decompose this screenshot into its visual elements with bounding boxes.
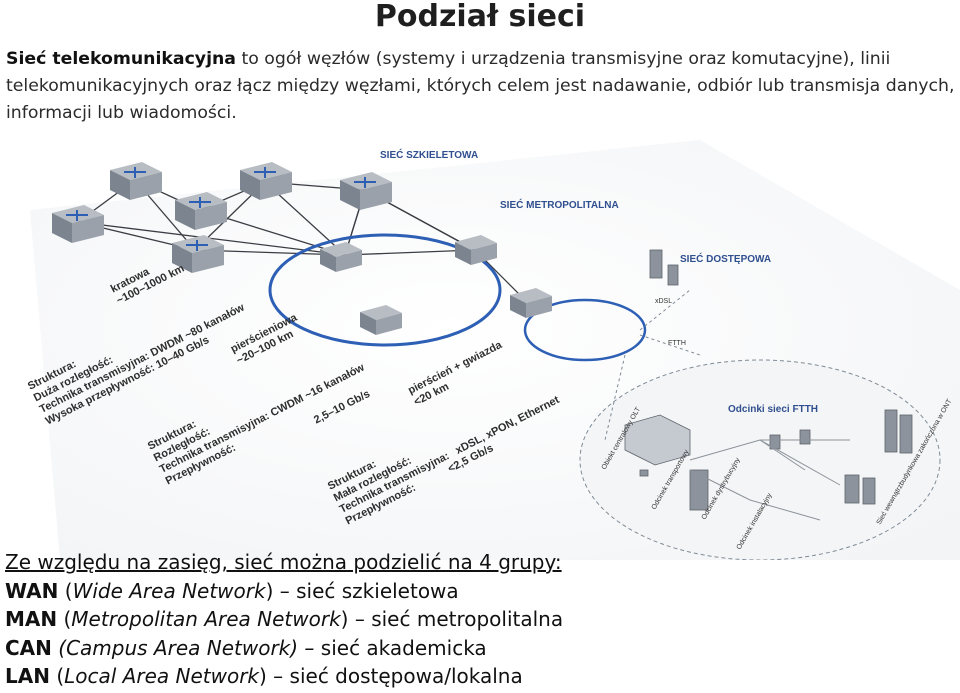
page-title: Podział sieci [374, 0, 586, 34]
classification-row-can: CAN (Campus Area Network) – sieć akademi… [5, 635, 487, 660]
label-xdsl: xDSL [655, 298, 672, 305]
network-classification: Ze względu na zasięg, sieć można podziel… [5, 548, 955, 691]
intro-paragraph: Sieć telekomunikacyjna to ogół węzłów (s… [6, 46, 956, 127]
metro-ring [268, 233, 502, 347]
classification-heading: Ze względu na zasięg, sieć można podziel… [5, 550, 562, 574]
access-devices [624, 249, 913, 511]
label-ftth: FTTH [668, 340, 686, 347]
intro-term: Sieć telekomunikacyjna [6, 49, 236, 69]
classification-row-wan: WAN (Wide Area Network) – sieć szkieleto… [5, 578, 459, 603]
ftth-area-ellipse [579, 359, 941, 560]
classification-row-man: MAN (Metropolitan Area Network) – sieć m… [5, 607, 564, 631]
label-access: SIEĆ DOSTĘPOWA [680, 252, 771, 265]
access-ring [523, 298, 647, 362]
label-metro: SIEĆ METROPOLITALNA [500, 198, 619, 211]
label-backbone: SIEĆ SZKIELETOWA [380, 148, 478, 161]
label-ftth-sections: Odcinki sieci FTTH [728, 404, 818, 415]
classification-row-lan: LAN (Local Area Network) – sieć dostępow… [5, 664, 523, 688]
router-icons [52, 162, 552, 335]
intro-text: to ogół węzłów (systemy i urządzenia tra… [6, 49, 955, 123]
network-diagram: SIEĆ SZKIELETOWA SIEĆ METROPOLITALNA SIE… [26, 140, 960, 560]
